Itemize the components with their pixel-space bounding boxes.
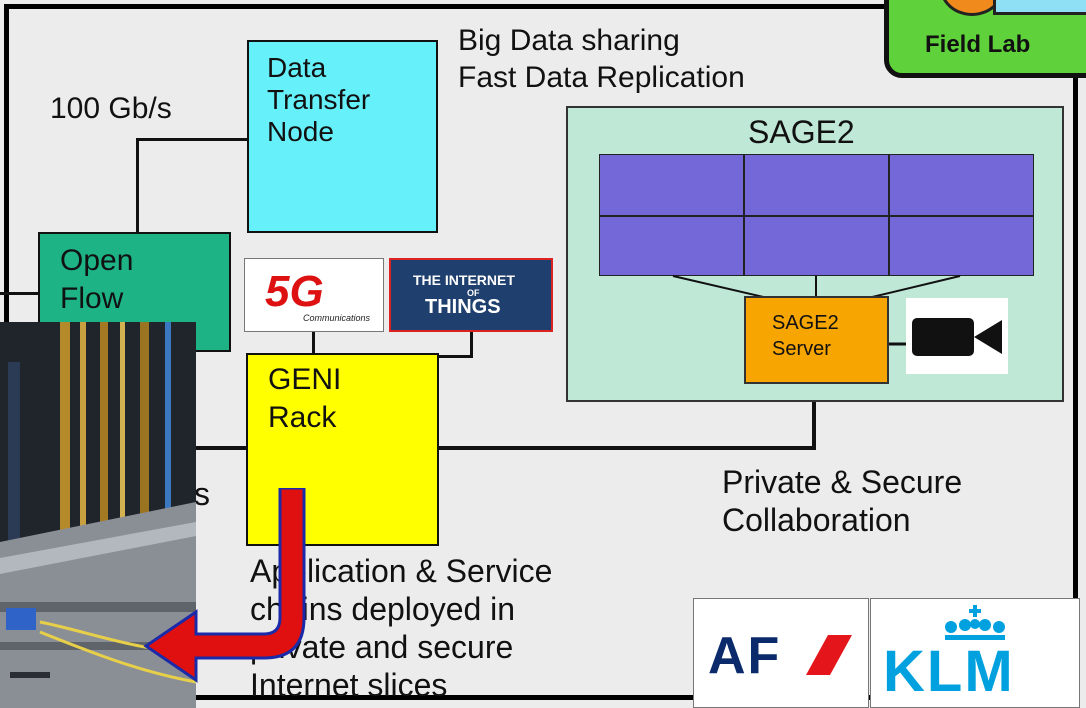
link-geni-sage2-v bbox=[812, 400, 816, 450]
geni-label-1: GENI bbox=[268, 363, 342, 396]
dtn-label-2: Transfer bbox=[267, 84, 371, 115]
iot-logo: THE INTERNET OF THINGS bbox=[389, 258, 553, 332]
klm-logo: KLM bbox=[870, 598, 1080, 708]
link-geni-sage2-h bbox=[196, 446, 816, 450]
klm-crown-icon bbox=[945, 605, 1005, 640]
sage2-server-label-2: Server bbox=[772, 338, 831, 360]
link-geni-5g bbox=[312, 330, 315, 354]
dtn-label-1: Data bbox=[267, 52, 327, 83]
link-geni-iot-v bbox=[470, 332, 473, 358]
display-server-links bbox=[672, 275, 961, 346]
display-tile bbox=[889, 216, 1034, 276]
partial-text-s: s bbox=[194, 476, 210, 512]
sage2-server: SAGE2 Server bbox=[744, 296, 889, 384]
field-lab-label: Field Lab bbox=[925, 31, 1031, 58]
server-rack-photo-graphic bbox=[0, 322, 196, 708]
iot-logo-line2: OF bbox=[467, 288, 480, 298]
field-lab-badge: Field Lab bbox=[884, 0, 1086, 78]
airfrance-logo-stripe bbox=[806, 635, 852, 675]
sage2-server-label-1: SAGE2 bbox=[772, 312, 839, 334]
openflow-label-2: Flow bbox=[60, 282, 124, 315]
display-tile bbox=[599, 154, 744, 216]
geni-label-2: Rack bbox=[268, 401, 337, 434]
camera-icon-graphic bbox=[912, 318, 1002, 356]
private-secure-line1: Private & Secure bbox=[722, 464, 963, 500]
field-lab-screen bbox=[993, 0, 1086, 15]
klm-logo-text: KLM bbox=[883, 639, 1015, 704]
link-geni-iot-h bbox=[438, 355, 473, 358]
red-arrow-icon bbox=[143, 488, 306, 683]
app-chains-line1: Application & Service bbox=[250, 553, 553, 589]
data-transfer-node: Data Transfer Node bbox=[247, 40, 438, 233]
5g-logo-text: 5G bbox=[265, 267, 324, 316]
bigdata-line2: Fast Data Replication bbox=[458, 61, 745, 94]
sage2-title: SAGE2 bbox=[748, 114, 855, 150]
private-secure-line2: Collaboration bbox=[722, 502, 911, 538]
5g-logo-subtext: Communications bbox=[303, 313, 371, 323]
dtn-label-3: Node bbox=[267, 116, 334, 147]
geni-rack: GENI Rack bbox=[246, 353, 439, 546]
display-tile bbox=[889, 154, 1034, 216]
link-dtn-openflow-h bbox=[136, 138, 248, 141]
app-chains-line4: Internet slices bbox=[250, 667, 448, 703]
camera-icon bbox=[906, 298, 1008, 374]
sage2-panel: SAGE2 SAGE2 Server bbox=[566, 106, 1064, 402]
link-dtn-openflow-v bbox=[136, 138, 139, 234]
airfrance-logo-text: AF bbox=[708, 627, 782, 685]
5g-logo: 5G Communications bbox=[244, 258, 384, 332]
display-tile bbox=[599, 216, 744, 276]
iot-logo-line1: THE INTERNET bbox=[413, 272, 515, 288]
display-tile bbox=[744, 216, 889, 276]
link-openflow-left bbox=[0, 292, 40, 295]
server-rack-photo bbox=[0, 322, 196, 708]
openflow-label-1: Open bbox=[60, 244, 134, 277]
speed-label: 100 Gb/s bbox=[50, 92, 172, 125]
bigdata-line1: Big Data sharing bbox=[458, 24, 680, 57]
iot-logo-line3: THINGS bbox=[425, 296, 501, 318]
airfrance-logo: AF bbox=[693, 598, 869, 708]
display-tile bbox=[744, 154, 889, 216]
